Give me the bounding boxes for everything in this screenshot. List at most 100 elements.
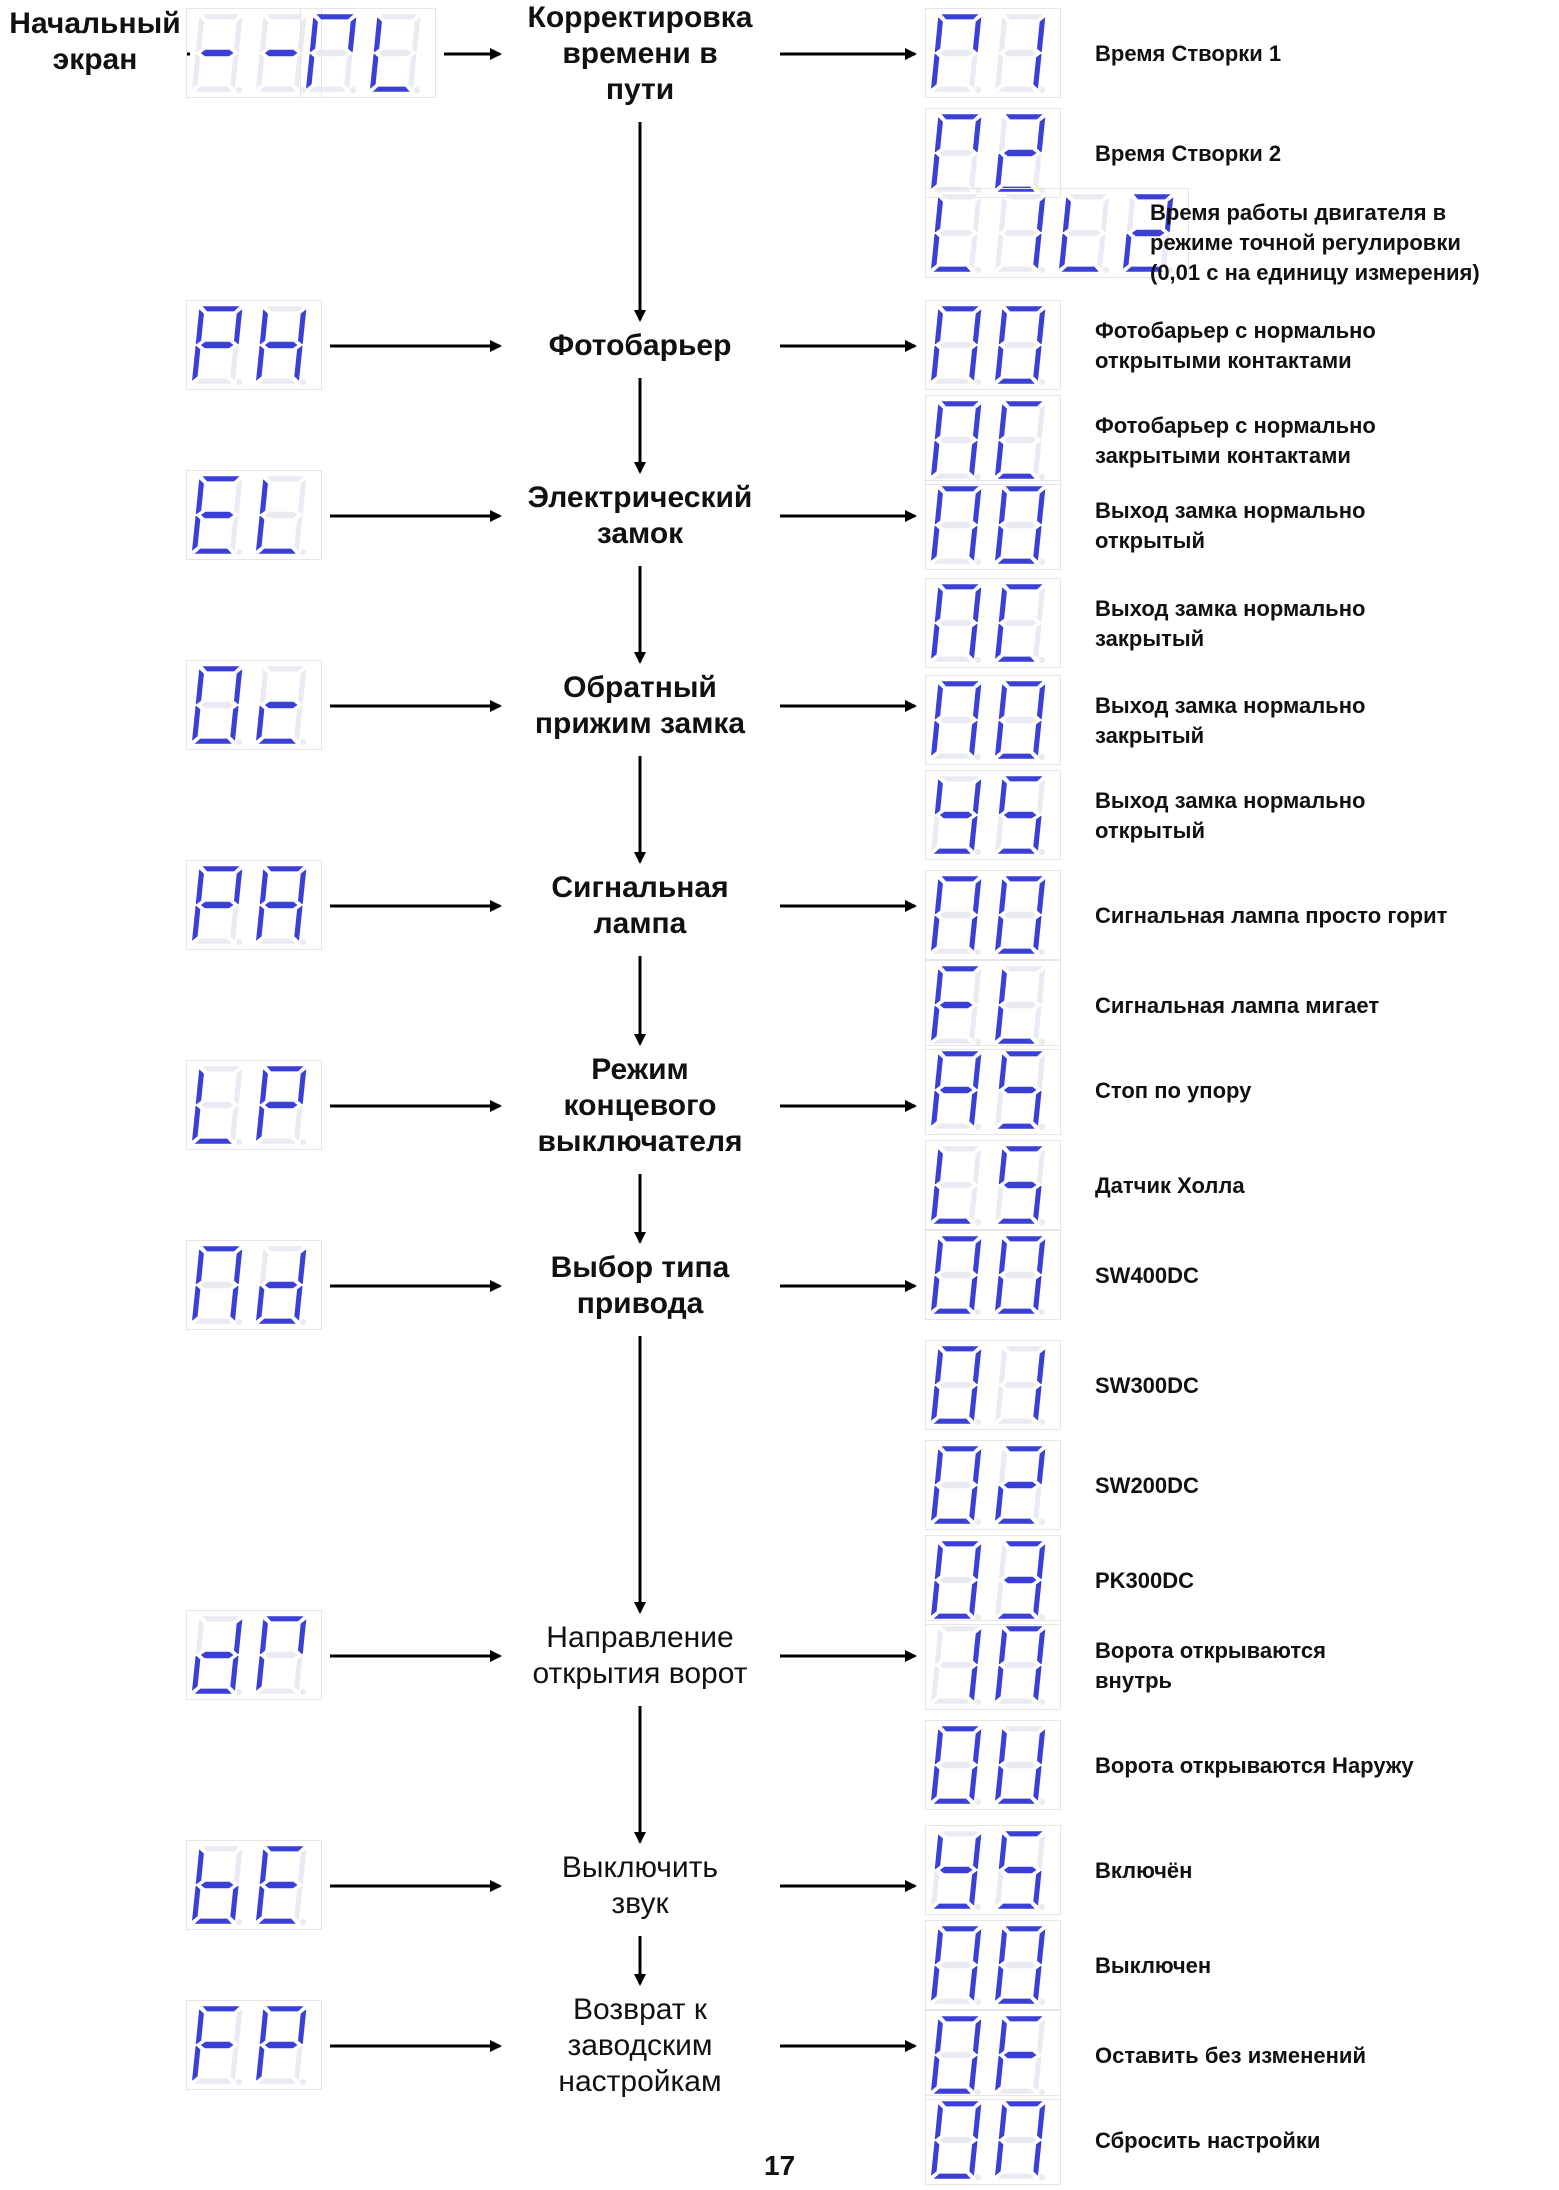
segment-digit	[931, 1726, 982, 1805]
menu-label: Фотобарьер	[548, 329, 732, 362]
option-display	[925, 1920, 1061, 2010]
segment-digit	[256, 666, 307, 745]
option-display	[925, 2095, 1061, 2185]
segment-digit	[931, 1346, 982, 1425]
segment-digit	[995, 306, 1046, 385]
option-display	[925, 960, 1061, 1050]
segment-digit	[995, 2101, 1046, 2180]
segment-digit	[1123, 194, 1174, 273]
menu-label: Электрический замок	[527, 481, 753, 550]
segment-digit	[995, 194, 1046, 273]
option-display	[925, 675, 1061, 765]
menu-code-display-pa	[186, 860, 322, 950]
segment-digit	[995, 1446, 1046, 1525]
option-description: Время Створки 1	[1095, 41, 1282, 66]
start-screen-label: Начальный экран	[9, 7, 181, 76]
segment-digit	[931, 2016, 982, 2095]
menu-label: Сигнальная лампа	[551, 871, 729, 940]
option-display	[925, 1440, 1061, 1530]
segment-digit	[192, 1246, 243, 1325]
segment-digit	[931, 114, 982, 193]
segment-digit	[931, 2101, 982, 2180]
option-display	[925, 1230, 1061, 1320]
menu-label: Выбор типа привода	[550, 1251, 730, 1320]
segment-digit	[995, 1831, 1046, 1910]
segment-digit	[931, 966, 982, 1045]
segment-digit	[192, 2006, 243, 2085]
option-description: Фотобарьер с нормально закрытыми контакт…	[1095, 413, 1376, 468]
option-description: Время Створки 2	[1095, 141, 1282, 166]
segment-digit	[192, 1846, 243, 1925]
segment-digit	[995, 1726, 1046, 1805]
menu-label: Направление открытия ворот	[532, 1621, 748, 1690]
segment-digit	[931, 776, 982, 855]
option-display	[925, 1825, 1061, 1915]
option-description: Выход замка нормально закрытый	[1095, 596, 1366, 651]
segment-digit	[931, 401, 982, 480]
option-description: SW400DC	[1095, 1263, 1199, 1288]
option-description: Сбросить настройки	[1095, 2128, 1321, 2153]
segment-digit	[995, 776, 1046, 855]
menu-label: Выключить звук	[561, 1851, 719, 1920]
segment-digit	[931, 1236, 982, 1315]
option-description: Ворота открываются внутрь	[1095, 1638, 1326, 1693]
segment-digit	[256, 1846, 307, 1925]
segment-digit	[1059, 194, 1110, 273]
option-display	[925, 1045, 1061, 1135]
menu-code-display-be	[186, 1840, 322, 1930]
segment-digit	[192, 666, 243, 745]
segment-digit	[931, 14, 982, 93]
segment-digit	[995, 1541, 1046, 1620]
option-display	[925, 1340, 1061, 1430]
segment-digit	[370, 14, 421, 93]
menu-code-display-dr	[186, 1610, 322, 1700]
segment-digit	[256, 476, 307, 555]
option-description: Включён	[1095, 1858, 1193, 1883]
option-display	[925, 870, 1061, 960]
segment-digit	[931, 584, 982, 663]
segment-digit	[931, 1541, 982, 1620]
segment-digit	[995, 1926, 1046, 2005]
segment-digit	[931, 876, 982, 955]
menu-code-display-nd	[186, 1240, 322, 1330]
option-description: Фотобарьер с нормально открытыми контакт…	[1095, 318, 1376, 373]
segment-digit	[256, 2006, 307, 2085]
option-description: Стоп по упору	[1095, 1078, 1252, 1103]
option-display	[925, 8, 1061, 98]
segment-digit	[995, 584, 1046, 663]
option-display	[925, 1720, 1061, 1810]
option-description: Оставить без изменений	[1095, 2043, 1366, 2068]
option-display	[925, 770, 1061, 860]
menu-code-display-oc	[186, 660, 322, 750]
segment-digit	[931, 306, 982, 385]
segment-digit	[995, 876, 1046, 955]
option-display	[925, 188, 1189, 278]
segment-digit	[192, 866, 243, 945]
segment-digit	[995, 114, 1046, 193]
segment-digit	[192, 476, 243, 555]
segment-digit	[995, 1236, 1046, 1315]
segment-digit	[995, 1626, 1046, 1705]
option-display	[925, 395, 1061, 485]
option-description: Выход замка нормально открытый	[1095, 498, 1366, 553]
menu-code-display-el	[186, 470, 322, 560]
segment-digit	[192, 14, 243, 93]
option-display	[925, 300, 1061, 390]
segment-digit	[931, 486, 982, 565]
option-description: Время работы двигателя в режиме точной р…	[1150, 200, 1480, 285]
segment-digit	[256, 1066, 307, 1145]
option-display	[925, 2010, 1061, 2100]
segment-digit	[995, 486, 1046, 565]
segment-digit	[256, 1246, 307, 1325]
menu-code-display-ph	[186, 300, 322, 390]
menu-label: Режим концевого выключателя	[537, 1053, 743, 1158]
segment-digit	[256, 14, 307, 93]
page-number: 17	[764, 2150, 796, 2181]
segment-digit	[256, 866, 307, 945]
segment-digit	[931, 1146, 982, 1225]
menu-code-display-rl	[300, 8, 436, 98]
segment-digit	[256, 1616, 307, 1695]
option-description: Выключен	[1095, 1953, 1212, 1978]
